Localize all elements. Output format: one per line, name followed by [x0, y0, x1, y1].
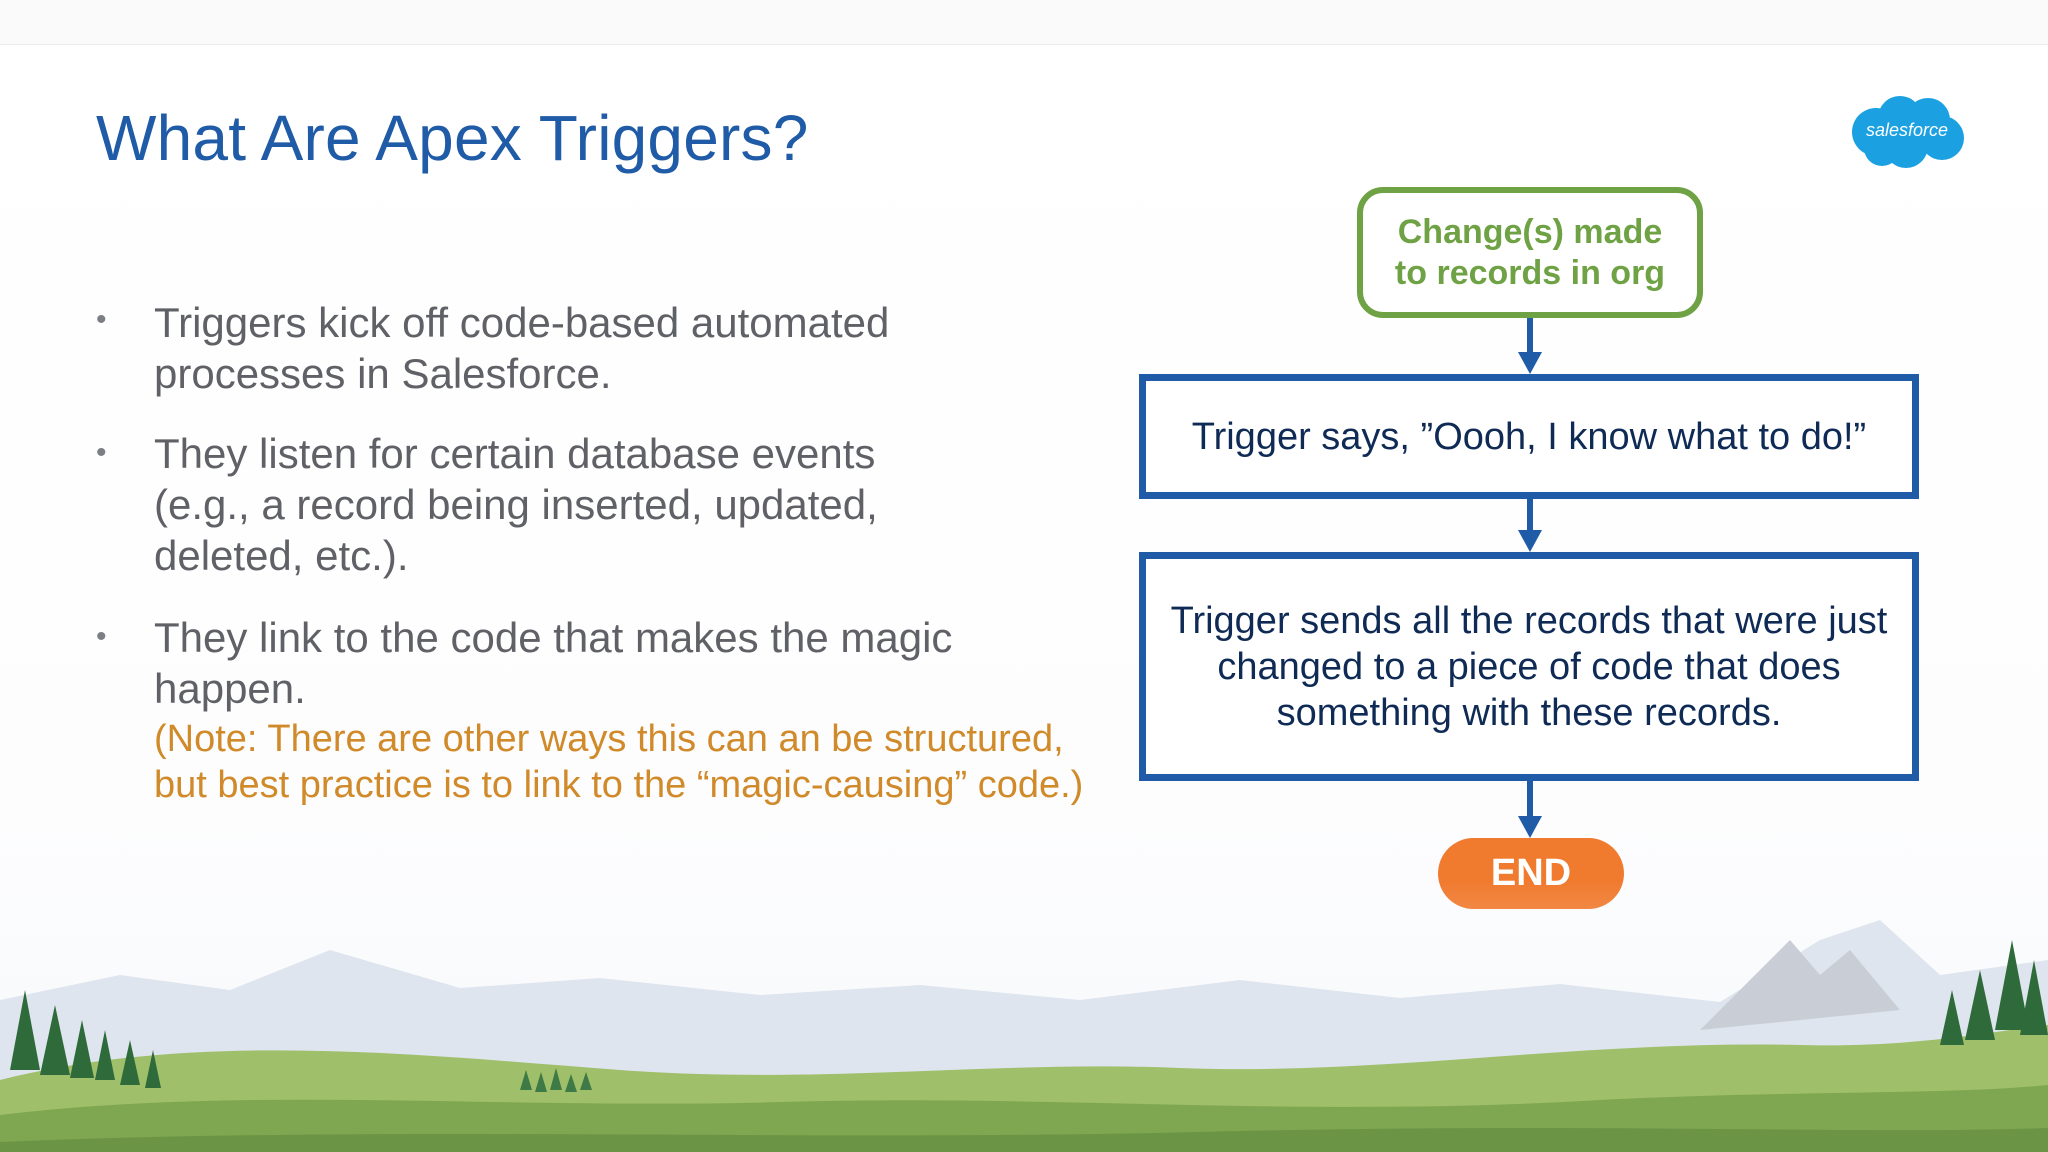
flow-step-1-box: Trigger says, ”Oooh, I know what to do!” — [1139, 374, 1919, 499]
flow-step-2-box: Trigger sends all the records that were … — [1139, 552, 1919, 781]
bullet-dot: • — [96, 303, 107, 336]
bullet-dot: • — [96, 620, 107, 653]
salesforce-cloud-icon — [1852, 96, 1964, 168]
salesforce-logo: salesforce — [1848, 92, 1966, 172]
flow-start-box: Change(s) made to records in org — [1357, 187, 1703, 318]
bullet-item: They link to the code that makes the mag… — [154, 612, 1084, 808]
flow-arrow-down-icon — [1518, 499, 1542, 552]
bullet-dot: • — [96, 436, 107, 469]
bullet-item: Triggers kick off code-based automated p… — [154, 299, 890, 397]
flow-arrow-down-icon — [1518, 318, 1542, 374]
bullet-note: (Note: There are other ways this can an … — [154, 718, 1084, 806]
flow-arrow-down-icon — [1518, 781, 1542, 838]
bullet-text: They link to the code that makes the mag… — [154, 614, 953, 712]
logo-text: salesforce — [1865, 120, 1949, 140]
landscape-illustration — [0, 880, 2048, 1152]
bullet-item: They listen for certain database events … — [154, 430, 878, 579]
top-bar — [0, 0, 2048, 45]
slide-title: What Are Apex Triggers? — [96, 102, 809, 174]
